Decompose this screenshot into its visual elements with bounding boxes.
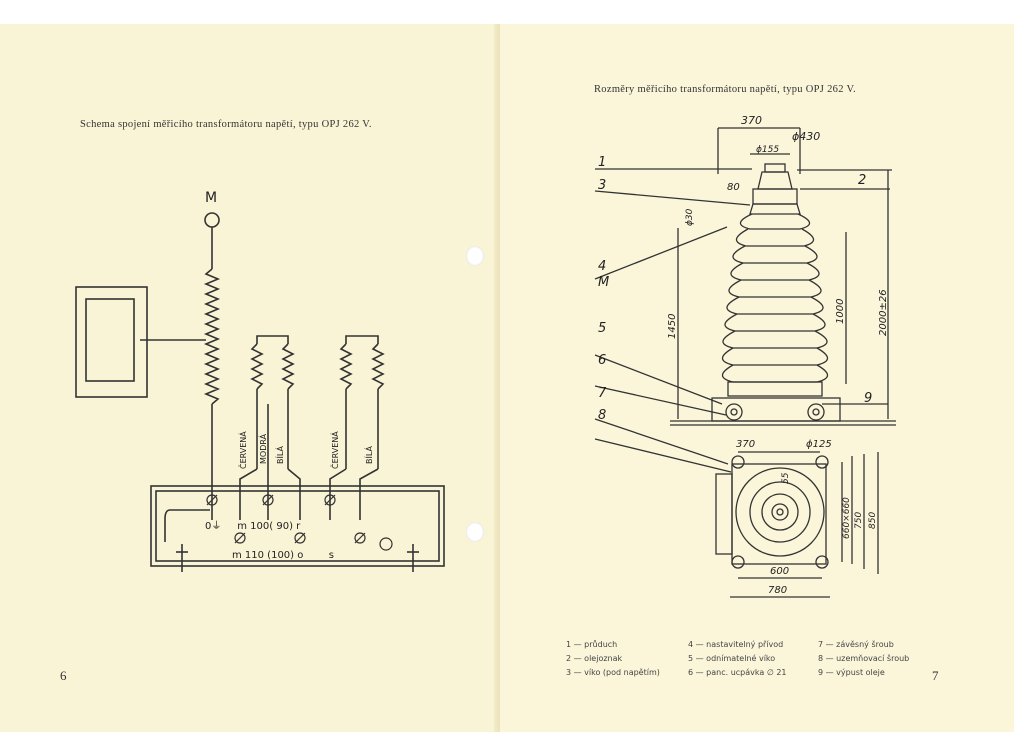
dim-55: 55 <box>781 472 791 484</box>
legend-item: 1 — průduch <box>566 640 618 649</box>
dim-phi125: ϕ125 <box>806 439 832 450</box>
schematic-label-m: M <box>205 190 217 206</box>
connection-schematic: M ČERVENÁ MODRÁ BÍLÁ ČERVENÁ BÍLÁ 0⏚ m 1… <box>75 190 445 572</box>
dim-660: 660×660 <box>842 497 852 539</box>
dim-phi155: ϕ155 <box>756 145 779 155</box>
callout-2: 2 <box>858 173 866 188</box>
legend-item: 9 — výpust oleje <box>818 668 885 677</box>
dim-80: 80 <box>727 182 740 193</box>
coil-label-4: ČERVENÁ <box>329 431 340 469</box>
left-page: Schema spojení měřicího transformátoru n… <box>0 24 500 732</box>
legend-item: 5 — odnímatelné víko <box>688 654 776 663</box>
callout-5: 5 <box>598 321 606 336</box>
callout-3: 3 <box>598 178 606 193</box>
legend-column-2: 4 — nastavitelný přívod 5 — odnímatelné … <box>688 638 787 680</box>
callout-8: 8 <box>598 408 606 423</box>
legend-item: 6 — panc. ucpávka ∅ 21 <box>688 668 787 677</box>
callout-6: 6 <box>598 353 606 368</box>
legend-column-1: 1 — průduch 2 — olejoznak 3 — víko (pod … <box>566 638 660 680</box>
legend-item: 8 — uzemňovací šroub <box>818 654 910 663</box>
terminal-row-2: m 110 (100) o s <box>232 550 334 561</box>
dim-1450: 1450 <box>667 314 678 339</box>
legend-item: 7 — závěsný šroub <box>818 640 894 649</box>
left-page-caption: Schema spojení měřicího transformátoru n… <box>80 119 372 130</box>
legend-column-3: 7 — závěsný šroub 8 — uzemňovací šroub 9… <box>818 638 909 680</box>
right-page-number: 7 <box>932 668 939 683</box>
coil-label-2: MODRÁ <box>257 433 268 464</box>
coil-label-3: BÍLÁ <box>274 446 285 464</box>
dim-850: 850 <box>868 512 878 529</box>
legend-item: 3 — víko (pod napětím) <box>566 668 660 677</box>
legend-item: 4 — nastavitelný přívod <box>688 640 784 649</box>
dim-2000: 2000±26 <box>878 289 889 336</box>
dim-370: 370 <box>741 114 762 127</box>
dim-phi430: ϕ430 <box>792 130 820 143</box>
left-page-number: 6 <box>60 668 67 683</box>
callout-7: 7 <box>598 386 607 401</box>
coil-label-5: BÍLÁ <box>363 446 374 464</box>
dim-600: 600 <box>770 566 789 577</box>
dim-750: 750 <box>854 512 864 529</box>
callout-4: 4 <box>598 259 606 274</box>
right-page-caption: Rozměry měřicího transformátoru napětí, … <box>594 84 856 95</box>
coil-label-1: ČERVENÁ <box>237 431 248 469</box>
dimension-drawing: 370 ϕ430 ϕ155 80 ϕ30 1450 1000 2000±26 3… <box>594 114 896 598</box>
dim-1000: 1000 <box>835 299 846 324</box>
punch-hole <box>466 246 484 266</box>
terminal-row-1: 0⏚ m 100( 90) r <box>205 520 301 532</box>
callout-m: M <box>598 275 609 290</box>
punch-hole <box>466 522 484 542</box>
legend-item: 2 — olejoznak <box>566 654 623 663</box>
dim-780: 780 <box>768 585 787 596</box>
callout-1: 1 <box>598 155 606 170</box>
callout-9: 9 <box>864 391 872 406</box>
dim-phi30: ϕ30 <box>685 208 695 226</box>
right-page: Rozměry měřicího transformátoru napětí, … <box>500 24 1014 732</box>
booklet-spread: Schema spojení měřicího transformátoru n… <box>0 24 1024 732</box>
dim-370-plan: 370 <box>736 439 755 450</box>
